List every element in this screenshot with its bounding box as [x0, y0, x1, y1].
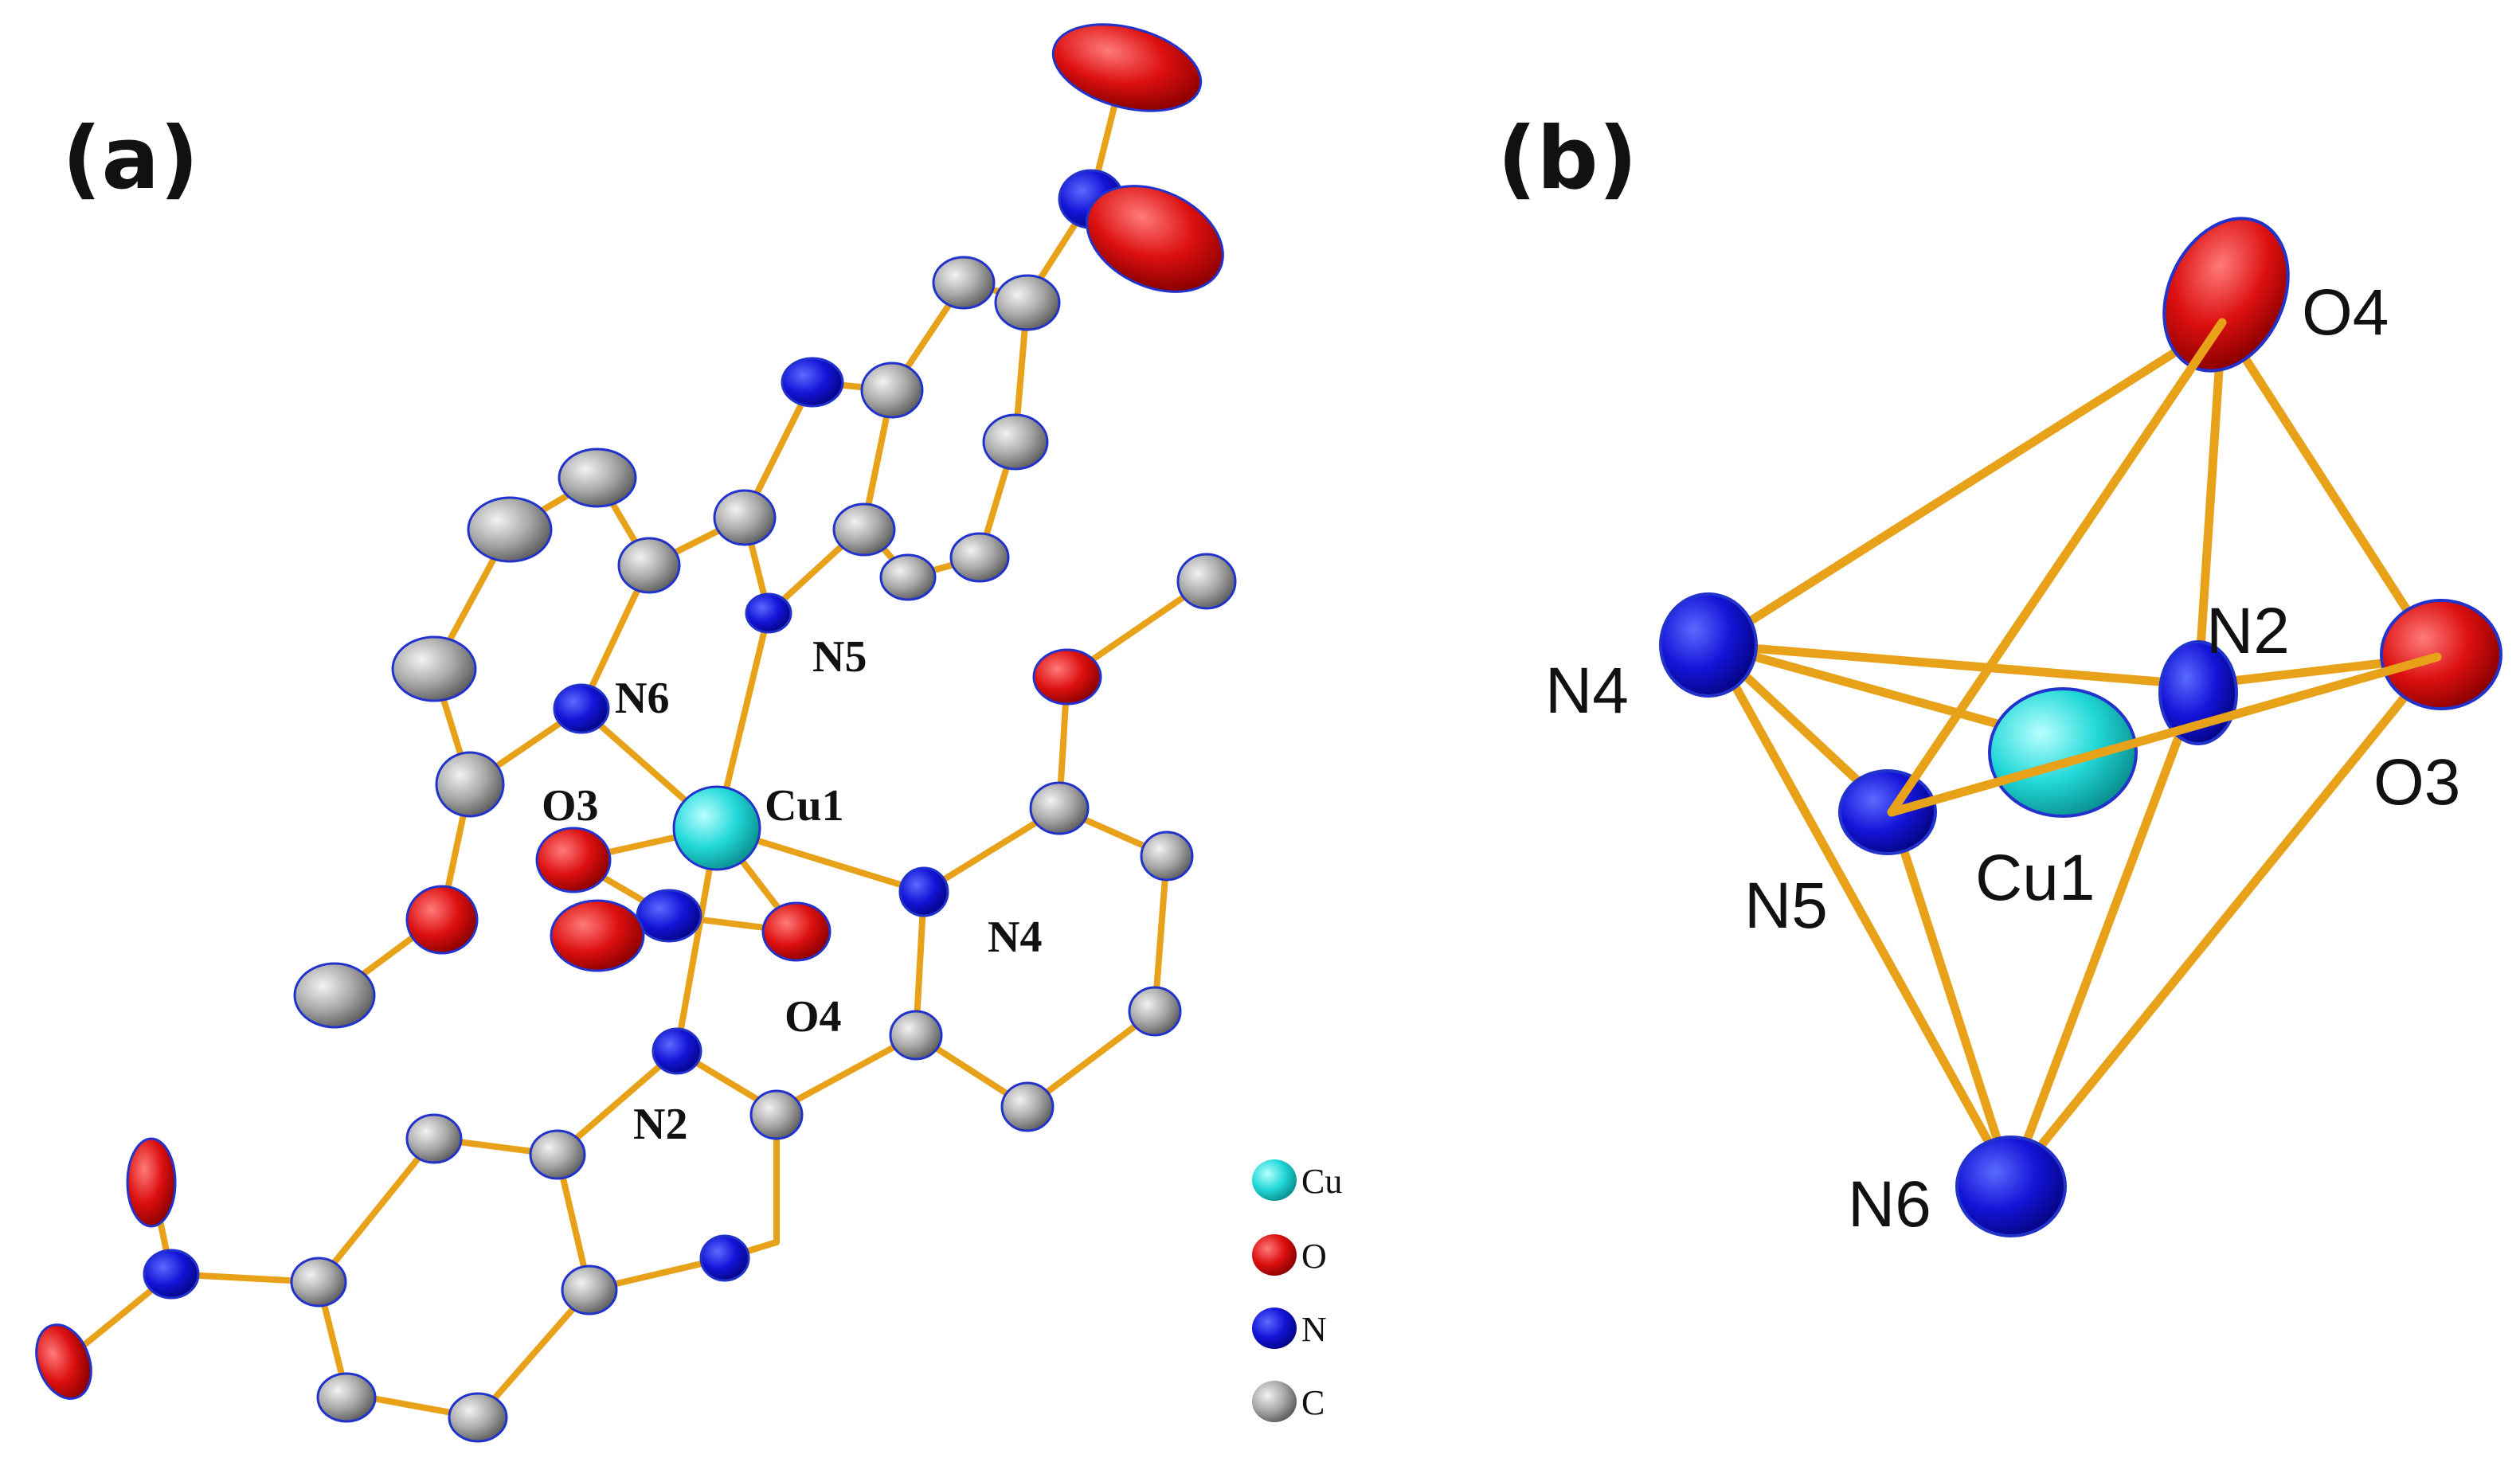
legend-item-carbon: C: [1252, 1381, 1325, 1422]
carbon-atom: [558, 448, 637, 508]
atom-label-n5: N5: [1744, 870, 1828, 942]
panel-a-atoms: [35, 23, 1237, 1443]
carbon-atom: [860, 362, 924, 419]
carbon-atom: [391, 635, 477, 702]
nitrogen-atom: [1659, 592, 1758, 698]
oxygen-atom: [535, 827, 612, 893]
nitrogen-atom: [143, 1249, 200, 1300]
carbon-atom: [749, 1089, 804, 1140]
carbon-atom: [1029, 781, 1090, 835]
nitrogen-atom: [553, 683, 610, 734]
oxygen-legend-swatch: [1252, 1234, 1297, 1276]
carbon-atom: [1000, 1081, 1055, 1132]
nitrogen-atom: [1955, 1136, 2067, 1237]
legend-item-oxygen: O: [1252, 1234, 1327, 1276]
nitrogen-atom: [898, 866, 949, 917]
oxygen-atom: [1032, 648, 1102, 706]
carbon-atom: [617, 537, 681, 594]
legend-label-copper: Cu: [1301, 1162, 1342, 1201]
carbon-atom: [448, 1392, 508, 1443]
panel-a: (a): [35, 23, 1237, 1443]
carbon-atom: [1176, 553, 1237, 610]
legend-label-oxygen: O: [1301, 1237, 1327, 1276]
nitrogen-atom: [699, 1234, 750, 1282]
oxygen-atom: [35, 1323, 92, 1400]
copper-atom: [1988, 687, 2138, 818]
carbon-atom: [982, 413, 1049, 471]
carbon-atom: [561, 1265, 618, 1315]
atom-label-cu1: Cu1: [765, 781, 844, 831]
atom-label-n2: N2: [2206, 595, 2290, 667]
carbon-legend-swatch: [1252, 1381, 1297, 1422]
carbon-atom: [879, 553, 937, 601]
carbon-atom: [316, 1372, 377, 1423]
atom-label-o3: O3: [2373, 746, 2460, 819]
atom-label-n4: N4: [988, 913, 1042, 962]
panel-b-label: (b): [1497, 109, 1638, 209]
atom-label-n6: N6: [1848, 1168, 1931, 1241]
carbon-atom: [529, 1129, 586, 1180]
nitrogen-legend-swatch: [1252, 1308, 1297, 1349]
copper-atom: [672, 785, 761, 871]
legend-item-copper: Cu: [1252, 1159, 1342, 1201]
oxygen-atom: [1086, 185, 1224, 293]
carbon-atom: [435, 751, 505, 818]
panel-a-atom-labels: N6 N5 O3 Cu1 N4 O4 N2: [542, 632, 1042, 1149]
legend-label-carbon: C: [1301, 1383, 1325, 1422]
carbon-atom: [713, 489, 777, 546]
atom-label-n2: N2: [633, 1100, 687, 1149]
oxygen-atom: [126, 1137, 177, 1228]
panel-b-front-bonds: [1887, 318, 2442, 817]
oxygen-atom: [1051, 23, 1203, 112]
nitrogen-atom: [745, 592, 792, 634]
atom-label-n6: N6: [615, 674, 669, 723]
atom-label-o4: O4: [2302, 276, 2389, 349]
carbon-atom: [1140, 831, 1194, 882]
atom-label-n5: N5: [812, 632, 867, 682]
carbon-atom: [293, 962, 376, 1029]
oxygen-atom: [550, 899, 645, 972]
element-legend: Cu O N C: [1252, 1159, 1342, 1422]
carbon-atom: [994, 274, 1061, 331]
carbon-atom: [1128, 986, 1182, 1037]
atom-label-o4: O4: [785, 992, 842, 1042]
atom-label-n4: N4: [1545, 655, 1629, 727]
legend-item-nitrogen: N: [1252, 1308, 1327, 1349]
panel-a-label: (a): [62, 109, 199, 209]
legend-label-nitrogen: N: [1301, 1310, 1327, 1349]
panel-b: (b): [1497, 109, 2502, 1241]
carbon-atom: [832, 502, 896, 557]
carbon-atom: [889, 1010, 943, 1061]
oxygen-atom: [405, 885, 479, 955]
nitrogen-atom: [781, 357, 844, 408]
carbon-atom: [949, 532, 1010, 583]
copper-legend-swatch: [1252, 1159, 1297, 1201]
carbon-atom: [932, 256, 996, 310]
atom-label-cu1: Cu1: [1975, 842, 2095, 914]
carbon-atom: [405, 1113, 463, 1164]
nitrogen-atom: [636, 889, 702, 943]
atom-label-o3: O3: [542, 781, 599, 831]
panel-b-atom-labels: O4 N4 N2 O3 N5 Cu1 N6: [1545, 276, 2460, 1241]
carbon-atom: [467, 496, 553, 563]
carbon-atom: [290, 1257, 347, 1308]
oxygen-atom: [761, 901, 832, 962]
panel-a-bonds: [61, 68, 1210, 1421]
oxygen-atom: [2380, 599, 2502, 710]
nitrogen-atom: [652, 1027, 702, 1075]
